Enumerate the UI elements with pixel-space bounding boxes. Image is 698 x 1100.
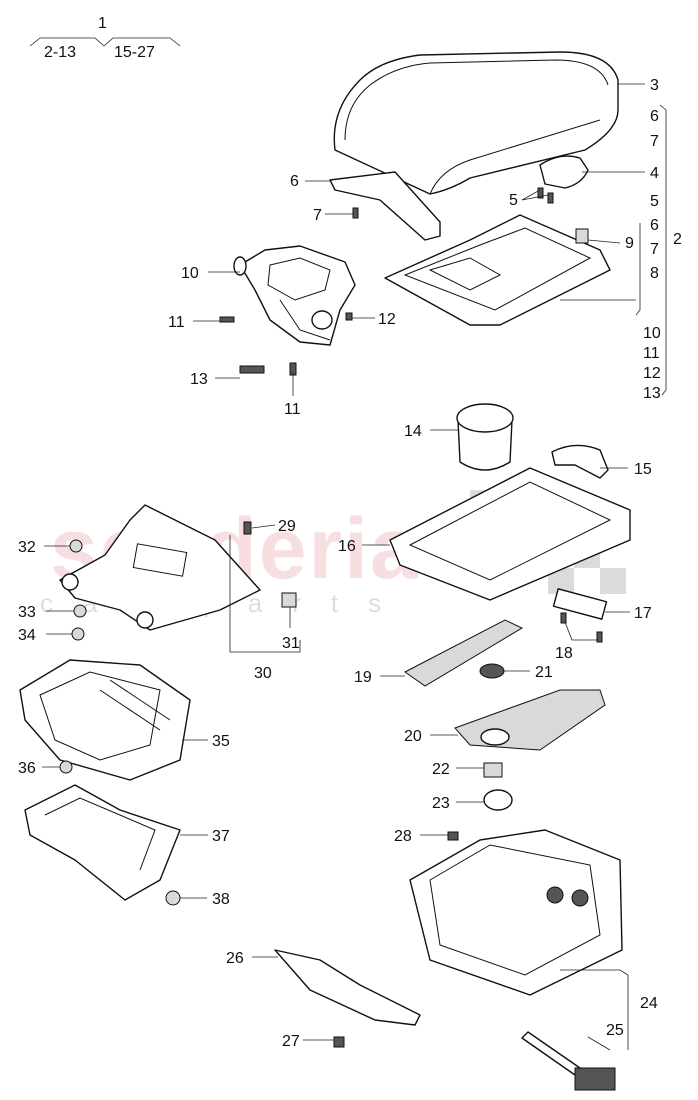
clip-31-part [281, 592, 297, 608]
bolt-13-part [239, 365, 265, 374]
callout-labels: 3 6 7 4 5 5 6 7 8 2 9 10 11 12 13 6 7 10… [18, 77, 682, 1050]
screw-11a-part [219, 316, 235, 323]
storage-tray-part [389, 467, 631, 601]
callout-27: 27 [282, 1033, 300, 1050]
trim-26-part [274, 949, 421, 1026]
screw-12-part [345, 312, 353, 321]
clip-22-part [483, 762, 503, 778]
cover-15-part [551, 444, 609, 479]
callout-7-list: 7 [650, 241, 659, 258]
callout-8-list: 8 [650, 265, 659, 282]
callout-38: 38 [212, 891, 230, 908]
callout-35: 35 [212, 733, 230, 750]
tree-left-label: 2-13 [44, 44, 76, 61]
tree-bracket [29, 37, 181, 47]
washer-33-part [73, 604, 87, 618]
trim-17-part [552, 588, 608, 620]
callout-29: 29 [278, 518, 296, 535]
callout-5: 5 [509, 192, 518, 209]
callout-2: 2 [673, 231, 682, 248]
nut-36-part [59, 760, 73, 774]
assembly-tree: 1 2-13 15-27 [29, 15, 181, 61]
callout-12: 12 [378, 311, 396, 328]
screw-28-part [447, 831, 459, 841]
callout-6-list-a: 6 [650, 108, 659, 125]
callout-6: 6 [290, 173, 299, 190]
callout-7-list-a: 7 [650, 133, 659, 150]
callout-9: 9 [625, 235, 634, 252]
hinge-plate-part [329, 171, 441, 241]
callout-5-list: 5 [650, 193, 659, 210]
mat-20-hole [480, 728, 510, 746]
callout-32: 32 [18, 539, 36, 556]
callout-11a: 11 [168, 314, 185, 331]
cap-23-part [483, 789, 513, 811]
screw-5-part [537, 187, 554, 204]
washer-32-part [69, 539, 83, 553]
callout-10: 10 [181, 265, 199, 282]
callout-37: 37 [212, 828, 230, 845]
callout-18: 18 [555, 645, 573, 662]
callout-11-list: 11 [643, 345, 660, 362]
cable-25-part [521, 1031, 616, 1091]
callout-30: 30 [254, 665, 272, 682]
callout-13-list: 13 [643, 385, 661, 402]
callout-36: 36 [18, 760, 36, 777]
tree-root-label: 1 [98, 15, 107, 32]
callout-26: 26 [226, 950, 244, 967]
bracket-30 [229, 640, 301, 653]
callout-13: 13 [190, 371, 208, 388]
callout-12-list: 12 [643, 365, 661, 382]
callout-16: 16 [338, 538, 356, 555]
screw-27-part [333, 1036, 345, 1048]
callout-11b: 11 [284, 401, 301, 418]
callout-4: 4 [650, 165, 659, 182]
hinge-mechanism-part [233, 245, 356, 346]
callout-22: 22 [432, 761, 450, 778]
bracket-37-part [24, 784, 181, 901]
cap-21-part [479, 663, 505, 679]
nut-38-part [165, 890, 181, 906]
lid-frame-part [384, 214, 611, 326]
callout-10-list: 10 [643, 325, 661, 342]
callout-25: 25 [606, 1022, 624, 1039]
callout-21: 21 [535, 664, 553, 681]
heat-sink-part [19, 659, 191, 781]
callout-7: 7 [313, 207, 322, 224]
callout-33: 33 [18, 604, 36, 621]
callout-3: 3 [650, 77, 659, 94]
clip-9-part [575, 228, 589, 244]
screw-29-part [243, 521, 252, 535]
tree-right-label: 15-27 [114, 44, 155, 61]
callout-31: 31 [282, 635, 300, 652]
lock-cap-part [539, 155, 589, 189]
cup-holder-part [456, 403, 514, 471]
callout-20: 20 [404, 728, 422, 745]
screw-7-part [352, 207, 359, 219]
callout-14: 14 [404, 423, 422, 440]
callout-17: 17 [634, 605, 652, 622]
washer-34-part [71, 627, 85, 641]
callout-23: 23 [432, 795, 450, 812]
mount-bracket-part [59, 504, 261, 631]
screw-18b-part [596, 631, 603, 643]
callout-28: 28 [394, 828, 412, 845]
callout-15: 15 [634, 461, 652, 478]
console-housing-part [409, 829, 623, 996]
screw-18a-part [560, 612, 567, 624]
mat-19-part [404, 619, 524, 687]
callout-6-list: 6 [650, 217, 659, 234]
callout-24: 24 [640, 995, 658, 1012]
callout-19: 19 [354, 669, 372, 686]
mat-20-part [454, 689, 606, 751]
armrest-lid-part [333, 51, 619, 195]
leader-lines [42, 83, 667, 1051]
callout-34: 34 [18, 627, 36, 644]
